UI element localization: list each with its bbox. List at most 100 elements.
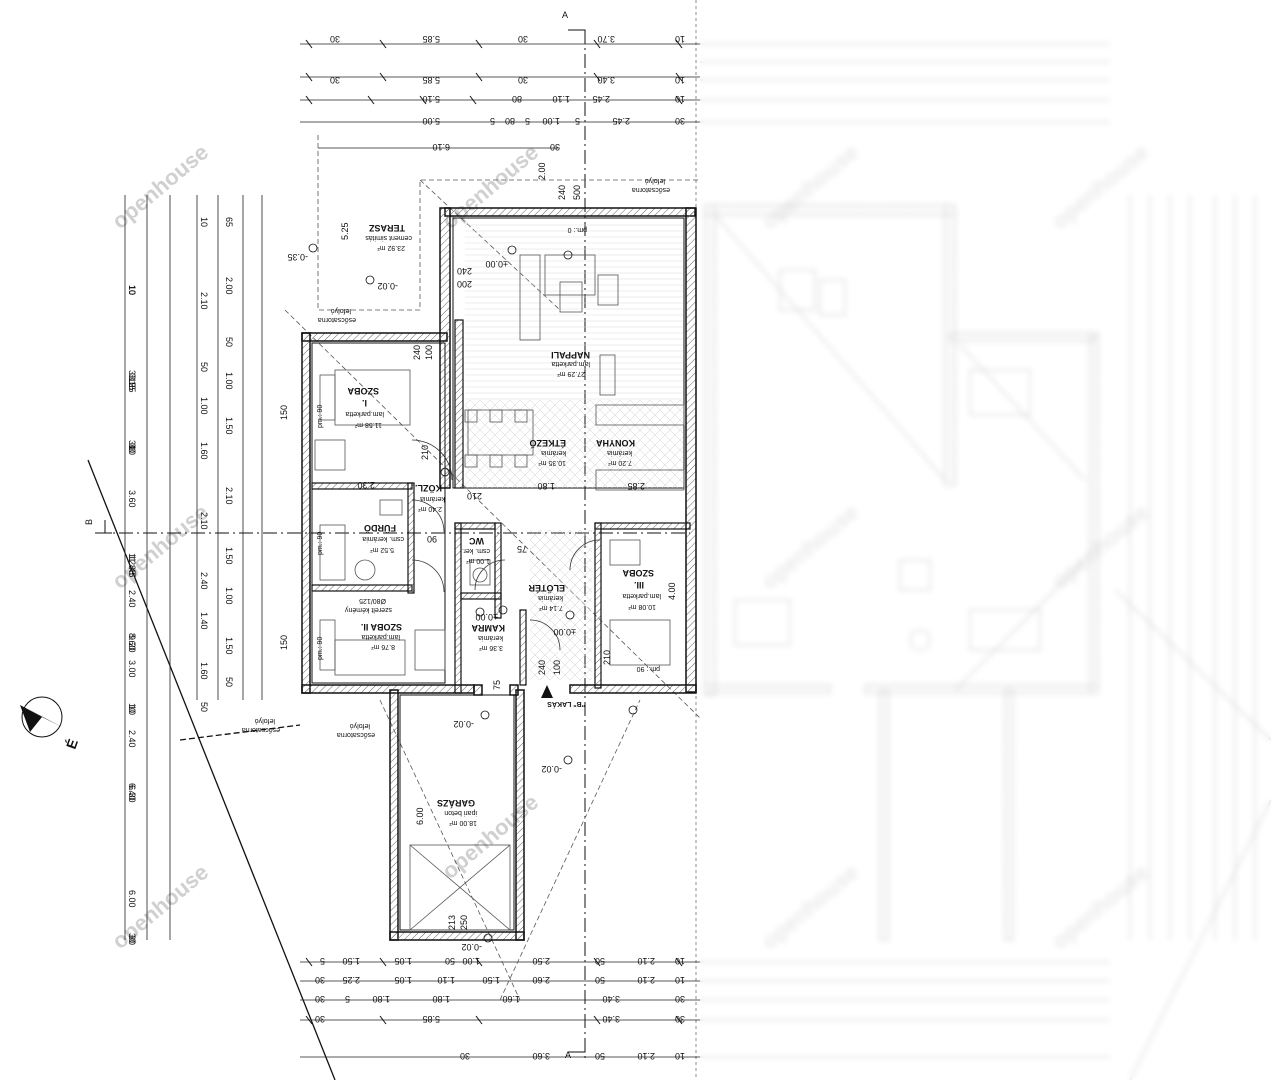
- dim-value: 2.10: [637, 956, 655, 966]
- room-area: 5.52 m²: [370, 546, 394, 553]
- dim-value: 1.10: [552, 94, 570, 104]
- room-name: SZOBA: [622, 568, 654, 578]
- room-floor: kerámia: [541, 449, 566, 456]
- dim-value: 3.70: [597, 34, 615, 44]
- room-area: 8.76 m²: [371, 643, 395, 650]
- room-etkezo: ÉTKEZŐ kerámia 10.35 m²: [529, 438, 566, 466]
- dim-value: 5.85: [422, 75, 440, 85]
- dim-value: 3.15: [127, 370, 137, 388]
- dim-value: 10: [127, 705, 137, 715]
- room-labels: NAPPALI lam.parketta 27.29 m² KONYHA ker…: [345, 223, 661, 826]
- dim-value: 50: [595, 975, 605, 985]
- dim-value: 30: [675, 994, 685, 1004]
- level-label: -0.02: [453, 719, 474, 729]
- dim-value: 10: [127, 285, 137, 295]
- room-name: ELŐTÉR: [528, 583, 565, 594]
- dim-value: 210: [467, 491, 482, 501]
- dim-value: 5.10: [422, 94, 440, 104]
- dim-value: 30: [330, 34, 340, 44]
- room-name: KÖZL.: [415, 483, 442, 493]
- room-terasz: TERASZ cement simitás 23.92 m²: [365, 223, 412, 251]
- dim-value: 1.10: [437, 975, 455, 985]
- dim-value: 5: [345, 994, 350, 1004]
- room-name: KAMRA: [471, 623, 505, 633]
- dim-value: 3.00: [127, 660, 137, 678]
- dim-value: 1.80: [372, 994, 390, 1004]
- room-area: 27.29 m²: [557, 370, 585, 377]
- room-area: 7.14 m²: [539, 604, 563, 611]
- dim-value: 2.40: [199, 572, 209, 590]
- dim-value: 2.30: [357, 480, 375, 490]
- dim-value: 1.00: [224, 587, 234, 605]
- gutter-label: esőcsatorna: [318, 316, 356, 323]
- downpipe-label: lefolyó: [645, 177, 665, 184]
- dim-value: 80: [505, 116, 515, 126]
- gutter-note-top: esőcsatorna lefolyó: [318, 307, 356, 323]
- dim-value: 30: [127, 933, 137, 943]
- room-kozl: KÖZL. kerámia 2.40 m²: [415, 483, 445, 512]
- dim-value: 10: [127, 285, 137, 295]
- dim-value: 6.00: [415, 807, 425, 825]
- dim-value: 3.40: [602, 1014, 620, 1024]
- dim-value: 30: [127, 935, 137, 945]
- level-markers: [308, 243, 638, 943]
- dim-value: 3.40: [602, 994, 620, 1004]
- dim-value: 30: [315, 1014, 325, 1024]
- room-szoba1: SZOBA I. lam.parketta 11.58 m²: [345, 386, 384, 428]
- dim-value: 213: [447, 915, 457, 930]
- dim-value: 2.60: [532, 975, 550, 985]
- dim-value: 50: [224, 677, 234, 687]
- dim-value: 90: [427, 534, 437, 544]
- dim-value: 30: [518, 34, 528, 44]
- dim-value: 1.05: [394, 956, 412, 966]
- dimension-ticks: [305, 39, 683, 1025]
- dim-value: 50: [199, 362, 209, 372]
- room-name: FÜRDŐ: [364, 523, 396, 534]
- dim-value: 50: [445, 956, 455, 966]
- dim-value: 100: [552, 660, 562, 675]
- entrance-label: "B" LAKÁS: [547, 700, 585, 709]
- dim-value: 75: [517, 544, 527, 554]
- sill-height: pm.: 0: [567, 226, 587, 233]
- dim-value: 6.10: [432, 142, 450, 152]
- dim-value: 50: [224, 337, 234, 347]
- dim-value: 240: [537, 660, 547, 675]
- dim-value: 1.50: [224, 417, 234, 435]
- dim-value: 5.85: [422, 1014, 440, 1024]
- north-arrow: É: [20, 696, 81, 751]
- floor-finishes: [465, 220, 683, 680]
- dim-value: 30: [315, 994, 325, 1004]
- room-name: NAPPALI: [551, 350, 590, 360]
- furniture: [314, 254, 685, 931]
- room-area: 2.40 m²: [418, 505, 442, 512]
- level-label: -0.02: [377, 281, 398, 291]
- bottom-dimension-text: 10 2.10 50 2.50 1.00 50 1.05 1.50 5 10 2…: [315, 956, 685, 1061]
- dim-value: 1.50: [224, 637, 234, 655]
- dim-value: 30: [550, 142, 560, 152]
- dim-value: 30: [330, 75, 340, 85]
- room-name: GARÁZS: [437, 798, 475, 808]
- sill-height: pm.: 90: [637, 665, 660, 672]
- dim-value: 10: [675, 956, 685, 966]
- inner-dimension-text: 240 500 5.25 240 200 100 240 210 210 1.8…: [279, 185, 677, 930]
- dim-value: 10: [675, 75, 685, 85]
- room-szoba3: SZOBA III. lam.parketta 10.08 m²: [622, 568, 661, 610]
- dim-value: 150: [279, 405, 289, 420]
- room-floor: lam.parketta: [345, 410, 384, 417]
- watermark-text: openhouse: [107, 859, 213, 954]
- dim-value: 2.00: [537, 162, 547, 180]
- dim-value: 6.30: [127, 785, 137, 803]
- dim-value: 1.00: [462, 956, 480, 966]
- dim-value: 500: [572, 185, 582, 200]
- room-number: III.: [634, 580, 644, 590]
- section-a-bottom: A: [565, 1050, 571, 1060]
- north-label: É: [63, 737, 81, 751]
- dim-value: 3.60: [532, 1051, 550, 1061]
- room-garazs: GARÁZS ipari beton 18.00 m²: [437, 798, 477, 826]
- section-b: B: [84, 519, 94, 525]
- dim-value: 5.00: [422, 116, 440, 126]
- chimney-note: szerelt kémény Ø80/125: [344, 597, 392, 613]
- room-floor: kerámia: [478, 634, 503, 641]
- dim-value: 8.60: [127, 633, 137, 651]
- dim-value: 3.60: [127, 490, 137, 508]
